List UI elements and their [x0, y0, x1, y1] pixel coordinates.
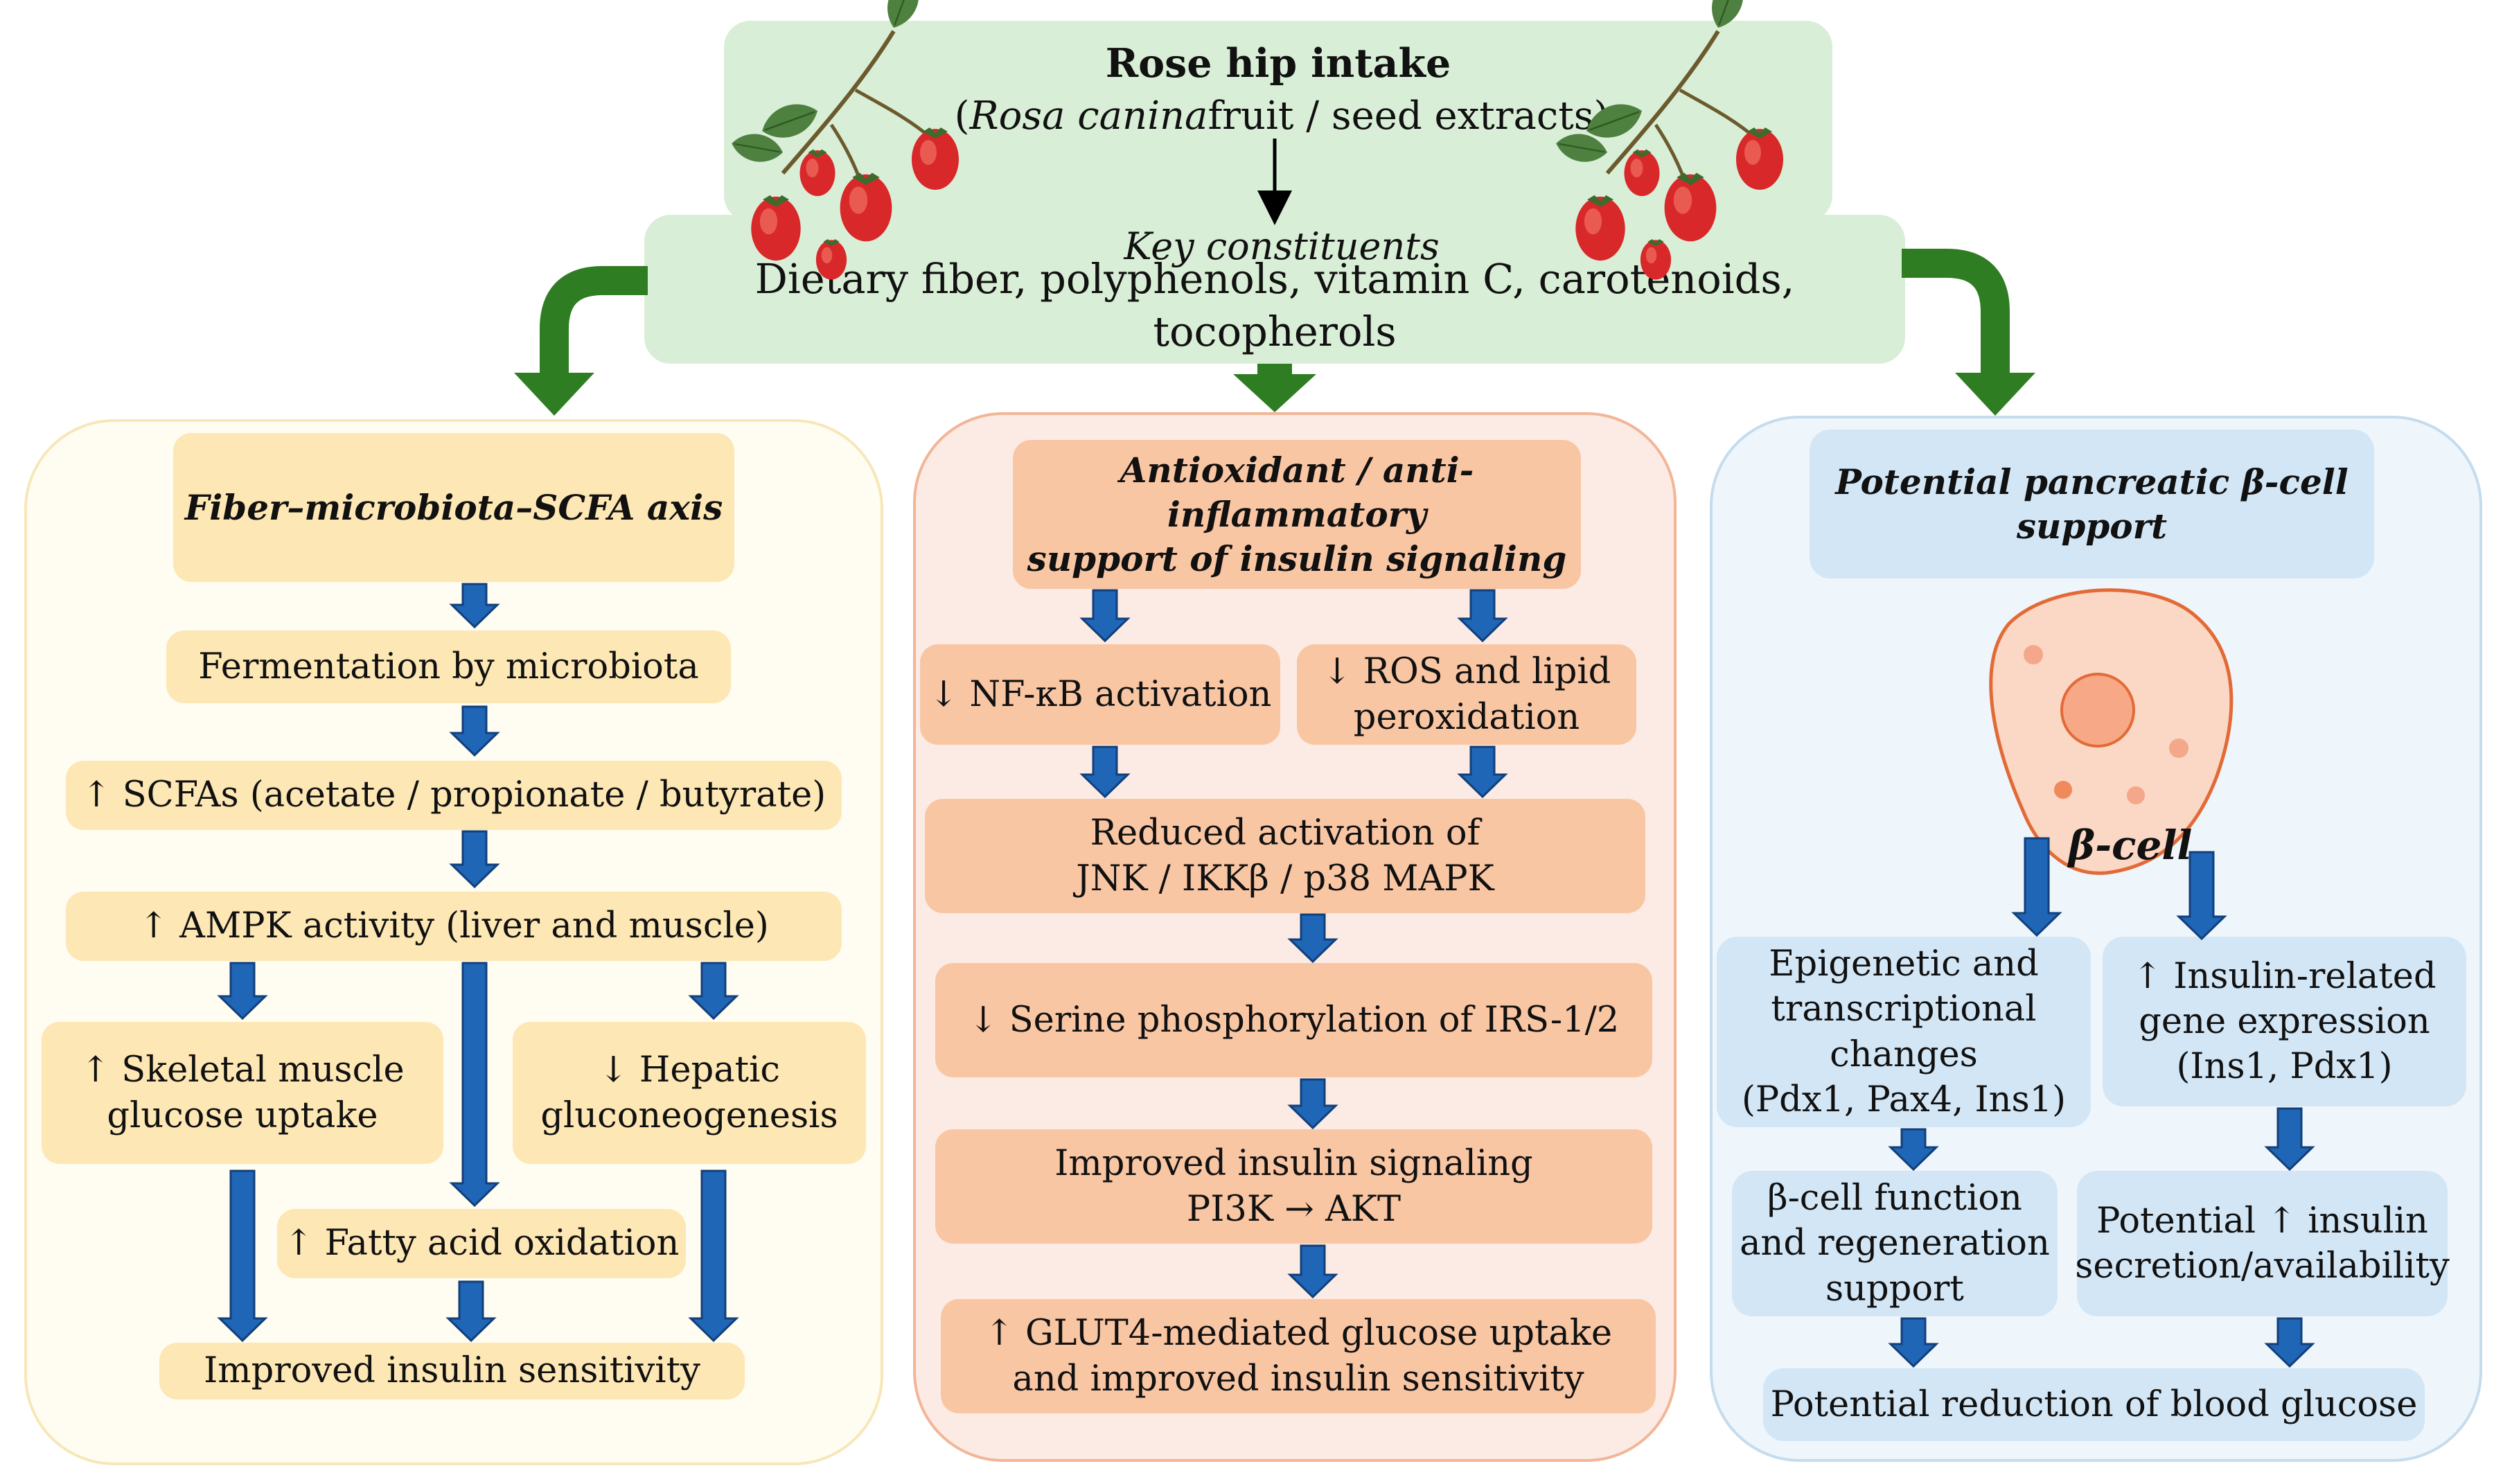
- intake-subtitle: (Rosa canina fruit / seed extracts): [831, 89, 1732, 144]
- arrow-l9: [688, 1169, 739, 1343]
- fiber-header: [173, 433, 734, 582]
- ros-box: ↓ ROS and lipid peroxidation: [1297, 644, 1636, 745]
- antioxidant-header: [1013, 440, 1581, 589]
- muscle-uptake-box: ↑ Skeletal muscle glucose uptake: [42, 1022, 443, 1164]
- arrow-m7: [1287, 1244, 1338, 1299]
- arrow-l6: [688, 962, 739, 1021]
- beta-cell-header-label: Potential pancreatic β-cell support: [1835, 461, 2349, 547]
- arrow-r6: [2264, 1317, 2315, 1368]
- beta-function-box: β-cell function and regeneration support: [1732, 1171, 2058, 1316]
- serine-box: ↓ Serine phosphorylation of IRS-1/2: [935, 963, 1652, 1077]
- beta-cell-header: [1810, 430, 2374, 578]
- ampk-box: ↑ AMPK activity (liver and muscle): [66, 892, 842, 961]
- arrow-l3: [449, 830, 500, 889]
- green-arrow-left-head: [514, 373, 594, 416]
- green-arrow-right-head: [1955, 373, 2035, 416]
- scfa-box: ↑ SCFAs (acetate / propionate / butyrate…: [66, 761, 842, 830]
- green-arrow-middle: [1233, 374, 1316, 412]
- arrow-r5: [1888, 1317, 1939, 1368]
- arrow-l7: [217, 1169, 268, 1343]
- arrow-m2: [1457, 589, 1508, 643]
- fermentation-box: Fermentation by microbiota: [166, 630, 731, 703]
- glut4-box: ↑ GLUT4-mediated glucose uptake and impr…: [941, 1299, 1656, 1413]
- arrow-r2: [2176, 851, 2227, 941]
- arrow-r4: [2264, 1107, 2315, 1172]
- arrow-m4: [1457, 745, 1508, 799]
- hepatic-box: ↓ Hepatic gluconeogenesis: [513, 1022, 866, 1164]
- green-arrow-right: [1902, 249, 2010, 378]
- jnk-box: Reduced activation of JNK / IKKβ / p38 M…: [925, 799, 1645, 913]
- arrow-m6: [1287, 1078, 1338, 1130]
- arrow-l5: [449, 962, 500, 1208]
- species-name: Rosa canina: [969, 94, 1208, 139]
- arrow-m1: [1079, 589, 1131, 643]
- epigenetic-box: Epigenetic and transcriptional changes (…: [1717, 937, 2091, 1127]
- beta-cell-label: β-cell: [2067, 822, 2193, 869]
- beta-cell-granule: [2054, 781, 2072, 799]
- beta-cell-nucleus: [2060, 673, 2135, 748]
- beta-cell-granule: [2169, 739, 2188, 758]
- insulin-secretion-box: Potential ↑ insulin secretion/availabili…: [2075, 1171, 2450, 1316]
- fiber-header-label: Fiber–microbiota–SCFA axis: [184, 486, 723, 528]
- arrow-r3: [1888, 1128, 1939, 1172]
- beta-cell-granule: [2024, 645, 2043, 664]
- arrow-m3: [1079, 745, 1131, 799]
- arrow-l2: [449, 705, 500, 757]
- intake-title: Rose hip intake: [1105, 40, 1451, 87]
- constituents-label: Key constituents: [1124, 224, 1440, 268]
- arrow-l8: [445, 1280, 497, 1343]
- beta-cell-granule: [2127, 786, 2145, 804]
- insulin-signaling-box: Improved insulin signaling PI3K → AKT: [935, 1129, 1652, 1244]
- green-arrow-middle-stem: [1257, 364, 1292, 376]
- arrow-r1: [2011, 837, 2062, 937]
- insulin-gene-box: ↑ Insulin-related gene expression (Ins1,…: [2103, 937, 2466, 1106]
- rose-hip-left-icon: [729, 0, 959, 280]
- arrow-l4: [217, 962, 268, 1021]
- left-outcome-box: Improved insulin sensitivity: [159, 1343, 745, 1399]
- constituents-list: Dietary fiber, polyphenols, vitamin C, c…: [754, 254, 1795, 355]
- antioxidant-header-label: Antioxidant / anti-inflammatory support …: [1027, 449, 1567, 579]
- right-outcome-box: Potential reduction of blood glucose: [1763, 1368, 2425, 1441]
- nfkb-box: ↓ NF-κB activation: [920, 644, 1280, 745]
- arrow-l1: [449, 583, 500, 629]
- rose-hip-right-icon: [1554, 0, 1783, 280]
- fatty-acid-box: ↑ Fatty acid oxidation: [277, 1209, 686, 1278]
- green-arrow-left: [540, 266, 648, 378]
- arrow-m5: [1287, 913, 1338, 964]
